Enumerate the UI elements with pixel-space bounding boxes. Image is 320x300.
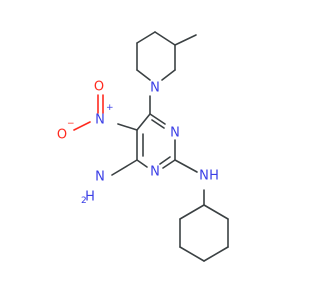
bond <box>136 69 151 81</box>
nitro-plus-charge: + <box>106 103 114 113</box>
amine-nitrogen-label: N <box>199 169 209 184</box>
ring-n3-label: N <box>150 165 160 180</box>
nitro-oxygen-top-label: O <box>94 80 104 95</box>
ring-n1-label: N <box>170 126 180 141</box>
bond <box>162 159 176 169</box>
bond <box>174 159 198 173</box>
nitro-nitrogen-label: N <box>95 113 105 128</box>
bond <box>174 34 197 46</box>
bond <box>136 113 151 131</box>
bond <box>203 246 229 262</box>
bond <box>179 204 205 220</box>
bond <box>149 113 166 125</box>
bond <box>136 159 148 168</box>
bond <box>117 123 138 131</box>
amino-nitrogen-label: N <box>95 170 105 185</box>
piperidine-ring <box>136 31 197 81</box>
bond <box>203 204 229 220</box>
pyrimidine-ring <box>136 113 176 169</box>
amino-hydrogen-label: H <box>85 190 95 205</box>
nitro-oxygen-left-label: O <box>57 128 67 143</box>
bond <box>151 119 165 129</box>
bond <box>73 121 91 131</box>
amino-subscript-two: 2 <box>81 196 87 206</box>
amine-hydrogen-label: H <box>209 169 219 184</box>
bond <box>154 31 176 46</box>
bond <box>136 31 156 44</box>
piperidine-nitrogen-label: N <box>150 81 160 96</box>
bond <box>159 156 171 165</box>
bond <box>161 69 176 81</box>
molecule-structure: N N N N + O O − N H N H 2 <box>57 31 229 262</box>
bond <box>179 246 205 262</box>
nitro-minus-charge: − <box>67 119 75 129</box>
cyclohexyl-ring <box>179 204 229 262</box>
bond <box>111 159 138 176</box>
